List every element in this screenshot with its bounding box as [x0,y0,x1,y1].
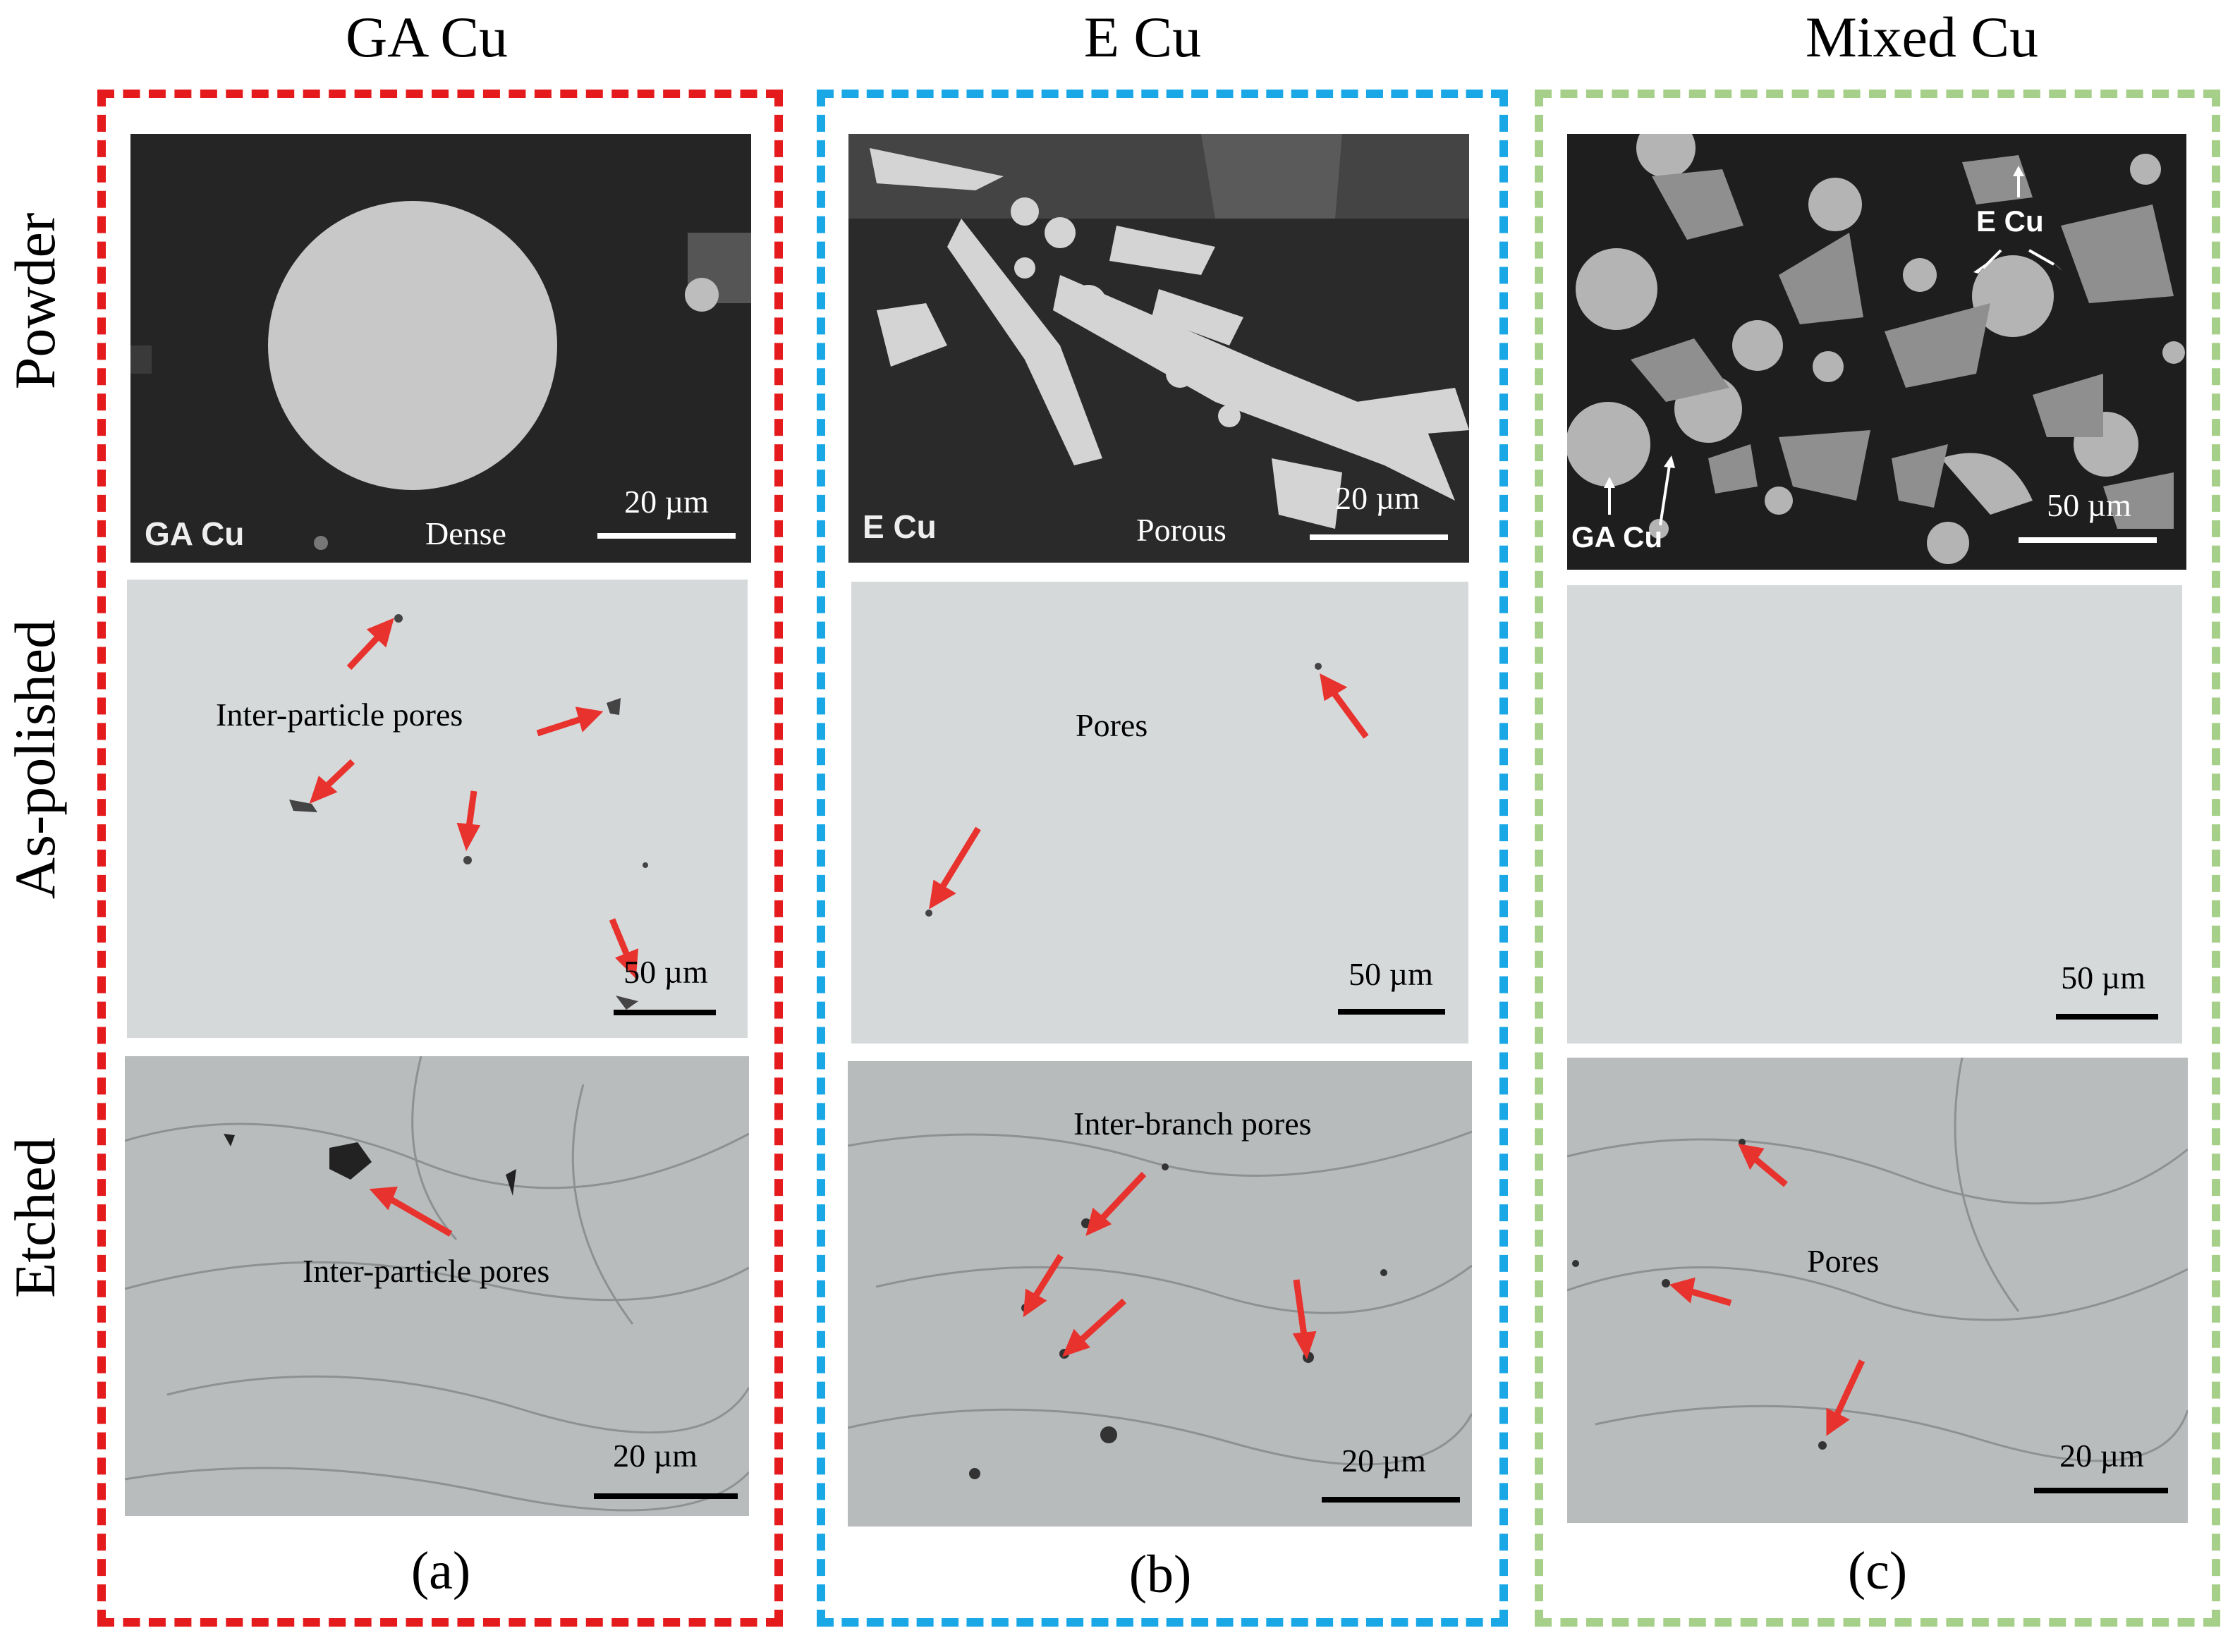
scale-bar [1322,1497,1460,1503]
scale-bar [614,1010,716,1015]
note-inter-particle-pores: Inter-particle pores [216,697,463,733]
micrograph-mixed-as-polished: 50 µm [1567,585,2182,1044]
note-inter-particle-pores: Inter-particle pores [303,1253,550,1289]
row-label-powder: Powder [3,212,67,390]
scale-label: 20 µm [624,484,709,520]
scale-label: 50 µm [1349,956,1433,992]
scale-bar [594,1493,738,1499]
frame-e-cu [817,90,1508,1627]
tag-ga-cu: GA Cu [1571,520,1663,553]
note-pores: Pores [1807,1243,1880,1279]
note-dense: Dense [425,515,506,551]
column-title-ga: GA Cu [345,5,509,69]
scale-bar [2056,1014,2158,1020]
scale-label: 20 µm [613,1438,698,1474]
column-title-e: E Cu [1083,5,1202,69]
scale-bar [2034,1488,2168,1493]
scale-label: 20 µm [1341,1443,1426,1479]
scale-label: 20 µm [1335,480,1420,516]
frame-mixed-cu [1535,90,2220,1627]
note-pores: Pores [1076,707,1148,743]
scale-bar [1338,1009,1445,1015]
sem-ga-powder: GA Cu Dense 20 µm [130,134,751,563]
micrograph-e-as-polished: Pores 50 µm [851,582,1468,1044]
subfigure-label-a: (a) [410,1541,471,1601]
row-label-as-polished: As-polished [3,619,67,900]
tag-e-cu: E Cu [1976,204,2044,238]
subfigure-label-c: (c) [1847,1541,1908,1601]
note-porous: Porous [1136,512,1226,548]
sem-mixed-powder: E Cu GA Cu 50 µm [1567,134,2186,570]
scale-bar [1310,534,1448,540]
scale-label: 50 µm [2061,960,2145,996]
scale-label: 50 µm [623,954,708,990]
micrograph-ga-etched: Inter-particle pores 20 µm [125,1056,749,1516]
row-label-etched: Etched [3,1137,67,1298]
sem-e-powder: E Cu Porous 20 µm [848,134,1469,563]
scale-label: 50 µm [2047,487,2131,523]
scale-label: 20 µm [2059,1438,2144,1474]
frame-ga-cu [97,90,783,1627]
scale-bar [2019,537,2157,543]
tag-ga-cu: GA Cu [145,515,245,552]
micrograph-e-etched: Inter-branch pores 20 µm [848,1061,1472,1526]
tag-e-cu: E Cu [863,508,937,545]
subfigure-label-b: (b) [1128,1545,1192,1604]
column-title-mixed: Mixed Cu [1805,5,2039,69]
note-inter-branch-pores: Inter-branch pores [1073,1106,1312,1142]
scale-bar [597,533,736,539]
micrograph-ga-as-polished: Inter-particle pores 50 µm [127,580,748,1038]
micrograph-mixed-etched: Pores 20 µm [1567,1058,2188,1523]
